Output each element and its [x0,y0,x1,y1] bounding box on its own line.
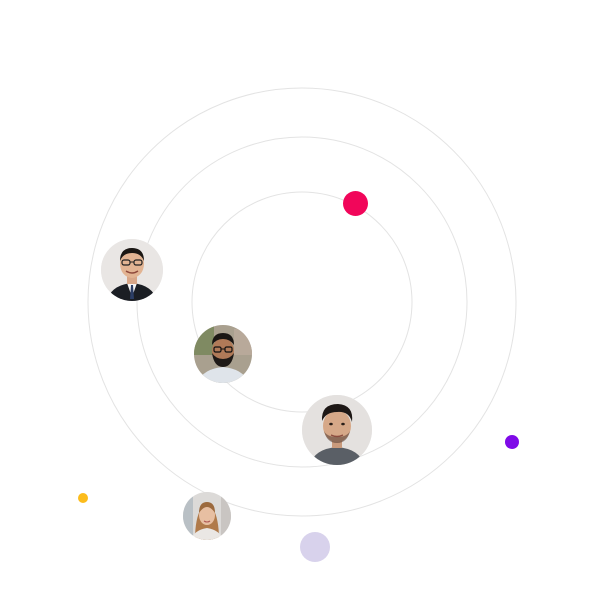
person-avatar-woman-long-hair [183,492,231,540]
purple-dot [505,435,519,449]
person-avatar-dark-hair [302,395,372,465]
person-avatar-glasses-suit [101,239,163,301]
orbit-ring-inner [191,191,413,413]
orbit-ring-outer [87,87,517,517]
pink-dot [343,191,368,216]
orbit-ring-middle [136,136,468,468]
lavender-dot [300,532,330,562]
person-avatar-beard-glasses [194,325,252,383]
yellow-dot [78,493,88,503]
